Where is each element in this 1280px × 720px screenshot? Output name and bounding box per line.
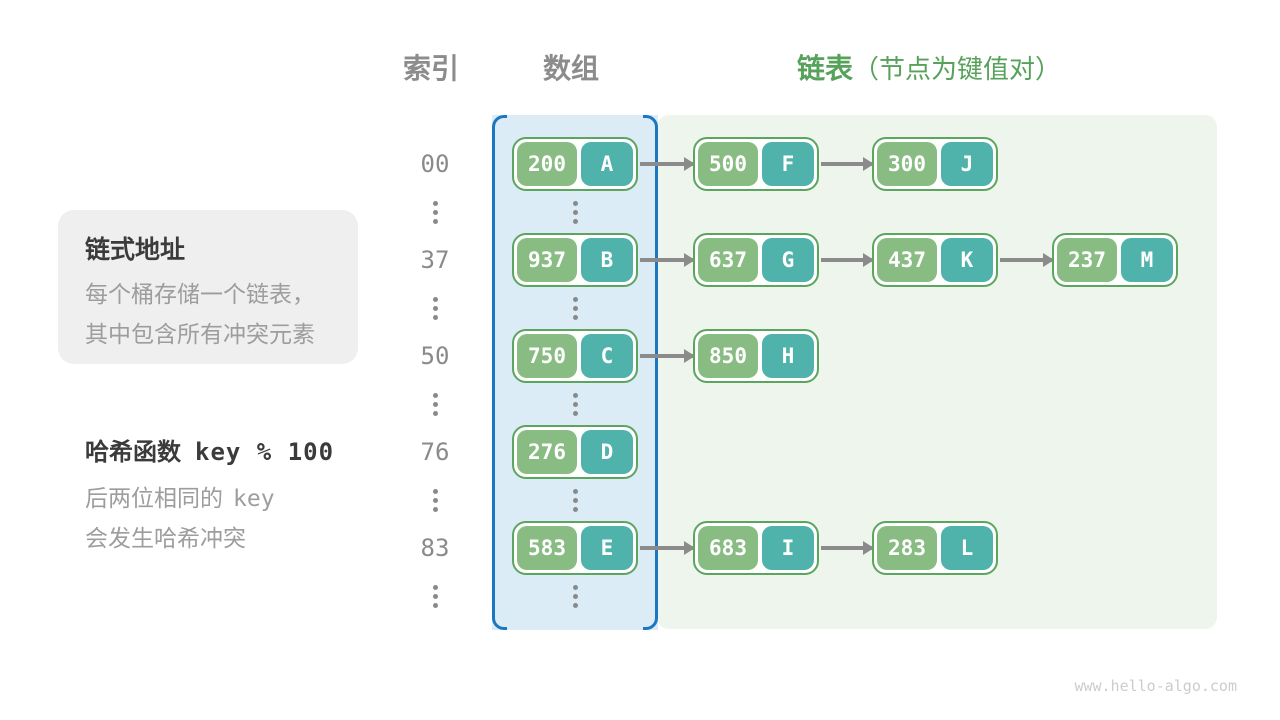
node-key-cell: 283 (877, 526, 937, 570)
ellipsis-dots (432, 585, 438, 608)
node-key-cell: 200 (517, 142, 577, 186)
node-value-cell: I (762, 526, 814, 570)
node-key-cell: 276 (517, 430, 577, 474)
next-pointer-arrow (640, 253, 695, 267)
index-label: 76 (420, 438, 450, 466)
ellipsis-dots (572, 585, 578, 608)
index-label: 00 (420, 150, 450, 178)
ellipsis-dots (432, 297, 438, 320)
node-value-cell: H (762, 334, 814, 378)
ellipsis-dots (432, 489, 438, 512)
node-value-cell: G (762, 238, 814, 282)
ellipsis-dots (572, 489, 578, 512)
ellipsis-dots (572, 201, 578, 224)
node-value-cell: J (941, 142, 993, 186)
hash-function-note: 哈希函数 key % 100 后两位相同的 key 会发生哈希冲突 (85, 432, 334, 558)
next-pointer-arrow (1000, 253, 1054, 267)
node-key-cell: 850 (698, 334, 758, 378)
array-bracket-corner (492, 115, 507, 130)
node-value-cell: F (762, 142, 814, 186)
node-value-cell: E (581, 526, 633, 570)
index-label: 50 (420, 342, 450, 370)
ellipsis-dots (432, 201, 438, 224)
chaining-note-body: 每个桶存储一个链表， 其中包含所有冲突元素 (85, 274, 315, 354)
header-array-label: 数组 (543, 53, 600, 84)
hash-function-title-text: 哈希函数 (85, 439, 181, 466)
array-bracket-corner (643, 615, 658, 630)
hash-function-line-1-code: key (233, 486, 275, 512)
node-value-cell: M (1121, 238, 1173, 282)
header-list-title: 链表 (797, 53, 854, 84)
ellipsis-dots (432, 393, 438, 416)
node-value-cell: K (941, 238, 993, 282)
hash-function-body: 后两位相同的 key 会发生哈希冲突 (85, 479, 334, 558)
hash-function-line-1: 后两位相同的 key (85, 479, 334, 519)
node-value-cell: D (581, 430, 633, 474)
next-pointer-arrow (640, 349, 695, 363)
header-list-note: （节点为键值对） (853, 54, 1062, 84)
node-key-cell: 750 (517, 334, 577, 378)
chaining-note-line-2: 其中包含所有冲突元素 (85, 321, 315, 347)
next-pointer-arrow (640, 157, 695, 171)
hash-function-formula: key % 100 (195, 438, 335, 466)
node-key-cell: 583 (517, 526, 577, 570)
chaining-note-line-1: 每个桶存储一个链表， (85, 281, 315, 307)
node-key-cell: 937 (517, 238, 577, 282)
header-index-label: 索引 (403, 53, 460, 84)
node-key-cell: 500 (698, 142, 758, 186)
hash-function-title: 哈希函数 key % 100 (85, 432, 334, 467)
next-pointer-arrow (821, 157, 874, 171)
node-key-cell: 683 (698, 526, 758, 570)
array-bracket-left (492, 127, 495, 618)
chaining-note-box: 链式地址 每个桶存储一个链表， 其中包含所有冲突元素 (58, 210, 358, 364)
hash-function-line-2: 会发生哈希冲突 (85, 525, 246, 551)
node-key-cell: 637 (698, 238, 758, 282)
node-value-cell: C (581, 334, 633, 378)
next-pointer-arrow (821, 541, 874, 555)
header-list-label: 链表（节点为键值对） (797, 52, 1061, 86)
node-key-cell: 437 (877, 238, 937, 282)
ellipsis-dots (572, 297, 578, 320)
node-value-cell: A (581, 142, 633, 186)
array-bracket-corner (492, 615, 507, 630)
next-pointer-arrow (640, 541, 695, 555)
hash-function-line-1-text: 后两位相同的 (85, 485, 223, 511)
node-key-cell: 300 (877, 142, 937, 186)
chaining-note-title: 链式地址 (85, 236, 186, 264)
node-value-cell: L (941, 526, 993, 570)
node-key-cell: 237 (1057, 238, 1117, 282)
ellipsis-dots (572, 393, 578, 416)
array-bracket-corner (643, 115, 658, 130)
watermark: www.hello-algo.com (1074, 677, 1237, 695)
array-bracket-right (655, 127, 658, 618)
next-pointer-arrow (821, 253, 874, 267)
index-label: 37 (420, 246, 450, 274)
index-label: 83 (420, 534, 450, 562)
node-value-cell: B (581, 238, 633, 282)
